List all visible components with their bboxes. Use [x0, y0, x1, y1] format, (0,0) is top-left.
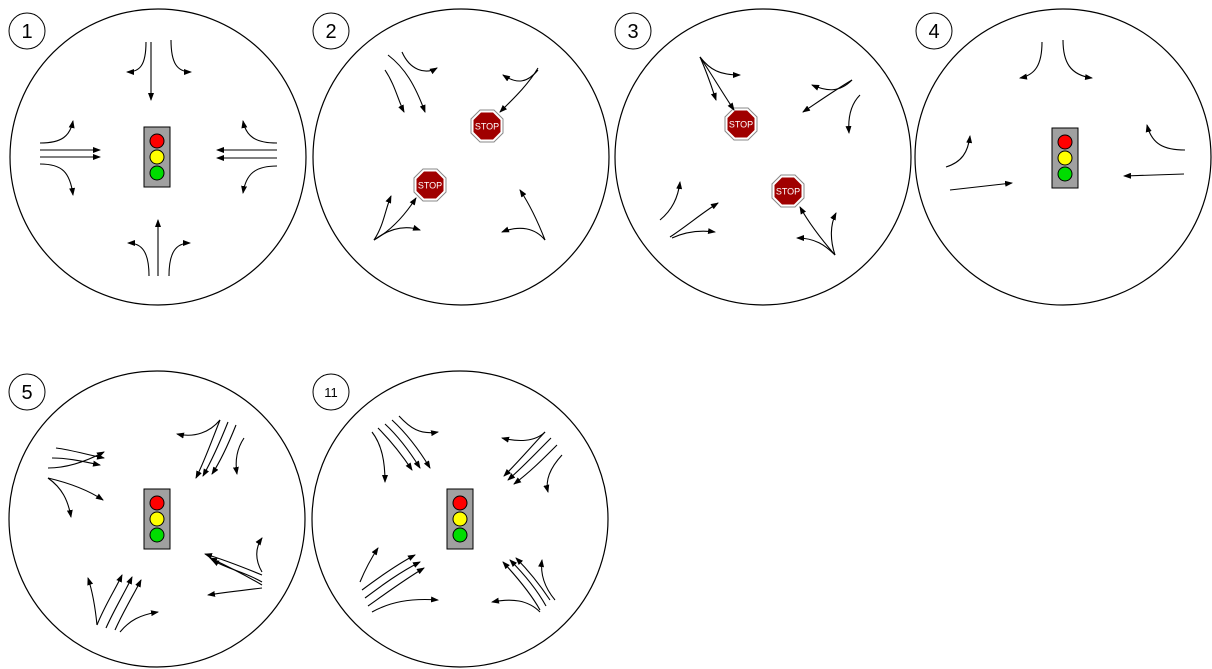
traffic-light: [1051, 127, 1079, 189]
movement-arrows: [359, 415, 563, 613]
stop-sign: STOP: [724, 107, 758, 141]
diagram-1: 1: [8, 8, 307, 306]
diagram-number: 1: [21, 21, 32, 43]
svg-text:STOP: STOP: [418, 181, 442, 191]
movement-arrows: [659, 56, 861, 256]
movement-arrows: [945, 39, 1186, 191]
svg-text:STOP: STOP: [776, 187, 800, 197]
diagram-number: 5: [21, 382, 32, 404]
traffic-light: [143, 488, 171, 550]
intersection-circle: [312, 8, 610, 306]
diagram-number-badge: 11: [312, 373, 350, 411]
diagram-number-badge: 2: [312, 12, 350, 50]
diagram-5: 5: [8, 370, 306, 668]
diagram-2: 2 STOP STOP: [312, 8, 610, 306]
stop-sign: STOP: [771, 174, 805, 208]
stop-sign: STOP: [470, 109, 504, 143]
diagram-3: 3 STOP STOP: [614, 8, 912, 306]
movement-arrows: [39, 39, 278, 277]
traffic-light: [446, 488, 474, 550]
traffic-light: [143, 126, 171, 188]
diagram-4: 4: [914, 8, 1212, 306]
diagram-number-badge: 5: [8, 373, 46, 411]
diagram-number-badge: 4: [915, 12, 953, 50]
intersection-circle: [614, 8, 912, 306]
diagram-number: 3: [627, 21, 638, 43]
diagram-number: 11: [324, 385, 338, 400]
diagram-number-badge: 1: [8, 12, 46, 50]
diagram-number-badge: 3: [614, 12, 652, 50]
movement-arrows: [47, 419, 263, 633]
diagram-number: 4: [928, 21, 939, 43]
stop-sign: STOP: [413, 168, 447, 202]
svg-text:STOP: STOP: [475, 122, 499, 132]
diagram-11: 11: [311, 370, 609, 668]
diagram-number: 2: [325, 21, 336, 43]
svg-text:STOP: STOP: [729, 120, 753, 130]
movement-arrows: [373, 51, 546, 241]
